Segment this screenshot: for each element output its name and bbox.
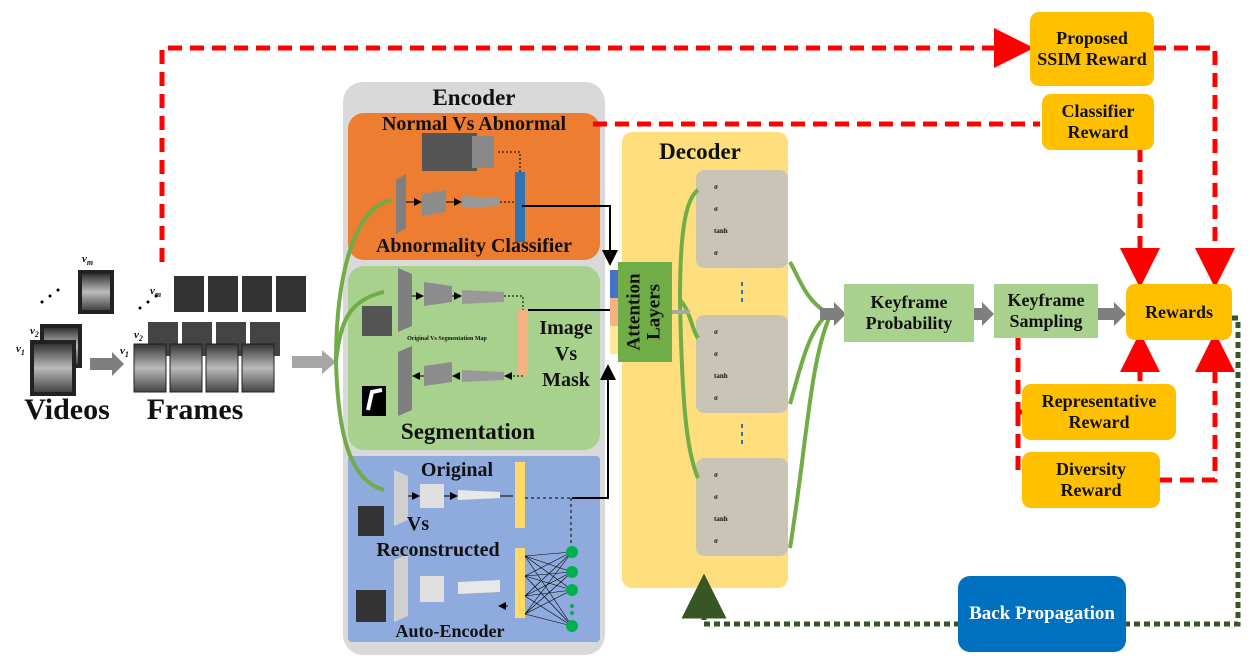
classifier-reward-box: Classifier Reward [1042, 94, 1154, 150]
autoencoder-vs-label: Vs [406, 513, 430, 535]
video-last-label: vm [82, 253, 94, 268]
classifier-bottom-label: Abnormality Classifier [375, 235, 573, 257]
keyframe-probability-box: Keyframe Probability [844, 284, 974, 342]
videos-label: Videos [24, 393, 110, 426]
probability-to-sampling-arrow [974, 302, 994, 326]
sampling-to-rewards-arrow [1098, 302, 1126, 326]
autoencoder-original-label: Original [420, 459, 494, 481]
keyframe-sampling-box: Keyframe Sampling [994, 284, 1098, 338]
video-stack [30, 270, 114, 396]
back-propagation-box: Back Propagation [958, 576, 1126, 652]
backprop-dotted-line [681, 315, 1241, 627]
diversity-reward-box: Diversity Reward [1022, 452, 1160, 508]
attention-strip-orange [610, 298, 618, 326]
attention-strip-yellow [610, 326, 618, 354]
attention-label-line2: Layers [644, 284, 665, 340]
segmentation-side-label-1: Image [539, 317, 593, 339]
segmentation-side-label-3: Mask [542, 369, 590, 391]
autoencoder-reconstructed-label: Reconstructed [376, 539, 500, 561]
autoencoder-panel [348, 456, 600, 642]
classifier-network [396, 133, 525, 242]
classifier-to-attention [522, 205, 618, 266]
rewards-box: Rewards [1126, 284, 1232, 340]
segmentation-side-label-2: Vs [554, 343, 578, 365]
segmentation-bottom-label: Segmentation [400, 419, 536, 444]
autoencoder-to-attention [572, 364, 616, 499]
videos-to-frames-arrow [90, 352, 124, 376]
ssim-reward-box: Proposed SSIM Reward [1030, 12, 1154, 86]
segmentation-map-caption: Original Vs Segmentation Map [407, 336, 487, 342]
attention-label-line1: Attention [624, 273, 646, 351]
autoencoder-bottom-label: Auto-Encoder [395, 621, 505, 641]
attention-strip-blue [610, 270, 618, 298]
encoder-input-flows [334, 198, 393, 492]
attention-layers-box: Attention Layers [618, 262, 672, 362]
frame-first-label: v1 [120, 345, 129, 360]
frames-label: Frames [146, 393, 244, 426]
frames-to-encoder-arrow [292, 350, 336, 374]
segmentation-network [362, 268, 528, 416]
decoder-to-probability-arrow [820, 302, 846, 326]
lstm-cells [696, 170, 788, 556]
classifier-top-label: Normal Vs Abnormal [381, 113, 567, 135]
frame-stack [133, 276, 306, 393]
representative-reward-box: Representative Reward [1022, 384, 1176, 440]
encoder-title: Encoder [432, 85, 516, 110]
video-first-label: v1 [16, 343, 25, 358]
video-second-label: v2 [30, 325, 39, 340]
frame-second-label: v2 [134, 329, 143, 344]
decoder-title: Decoder [659, 139, 741, 164]
classifier-panel [348, 113, 600, 260]
frame-last-label: vm [150, 285, 162, 300]
autoencoder-network [356, 462, 578, 632]
